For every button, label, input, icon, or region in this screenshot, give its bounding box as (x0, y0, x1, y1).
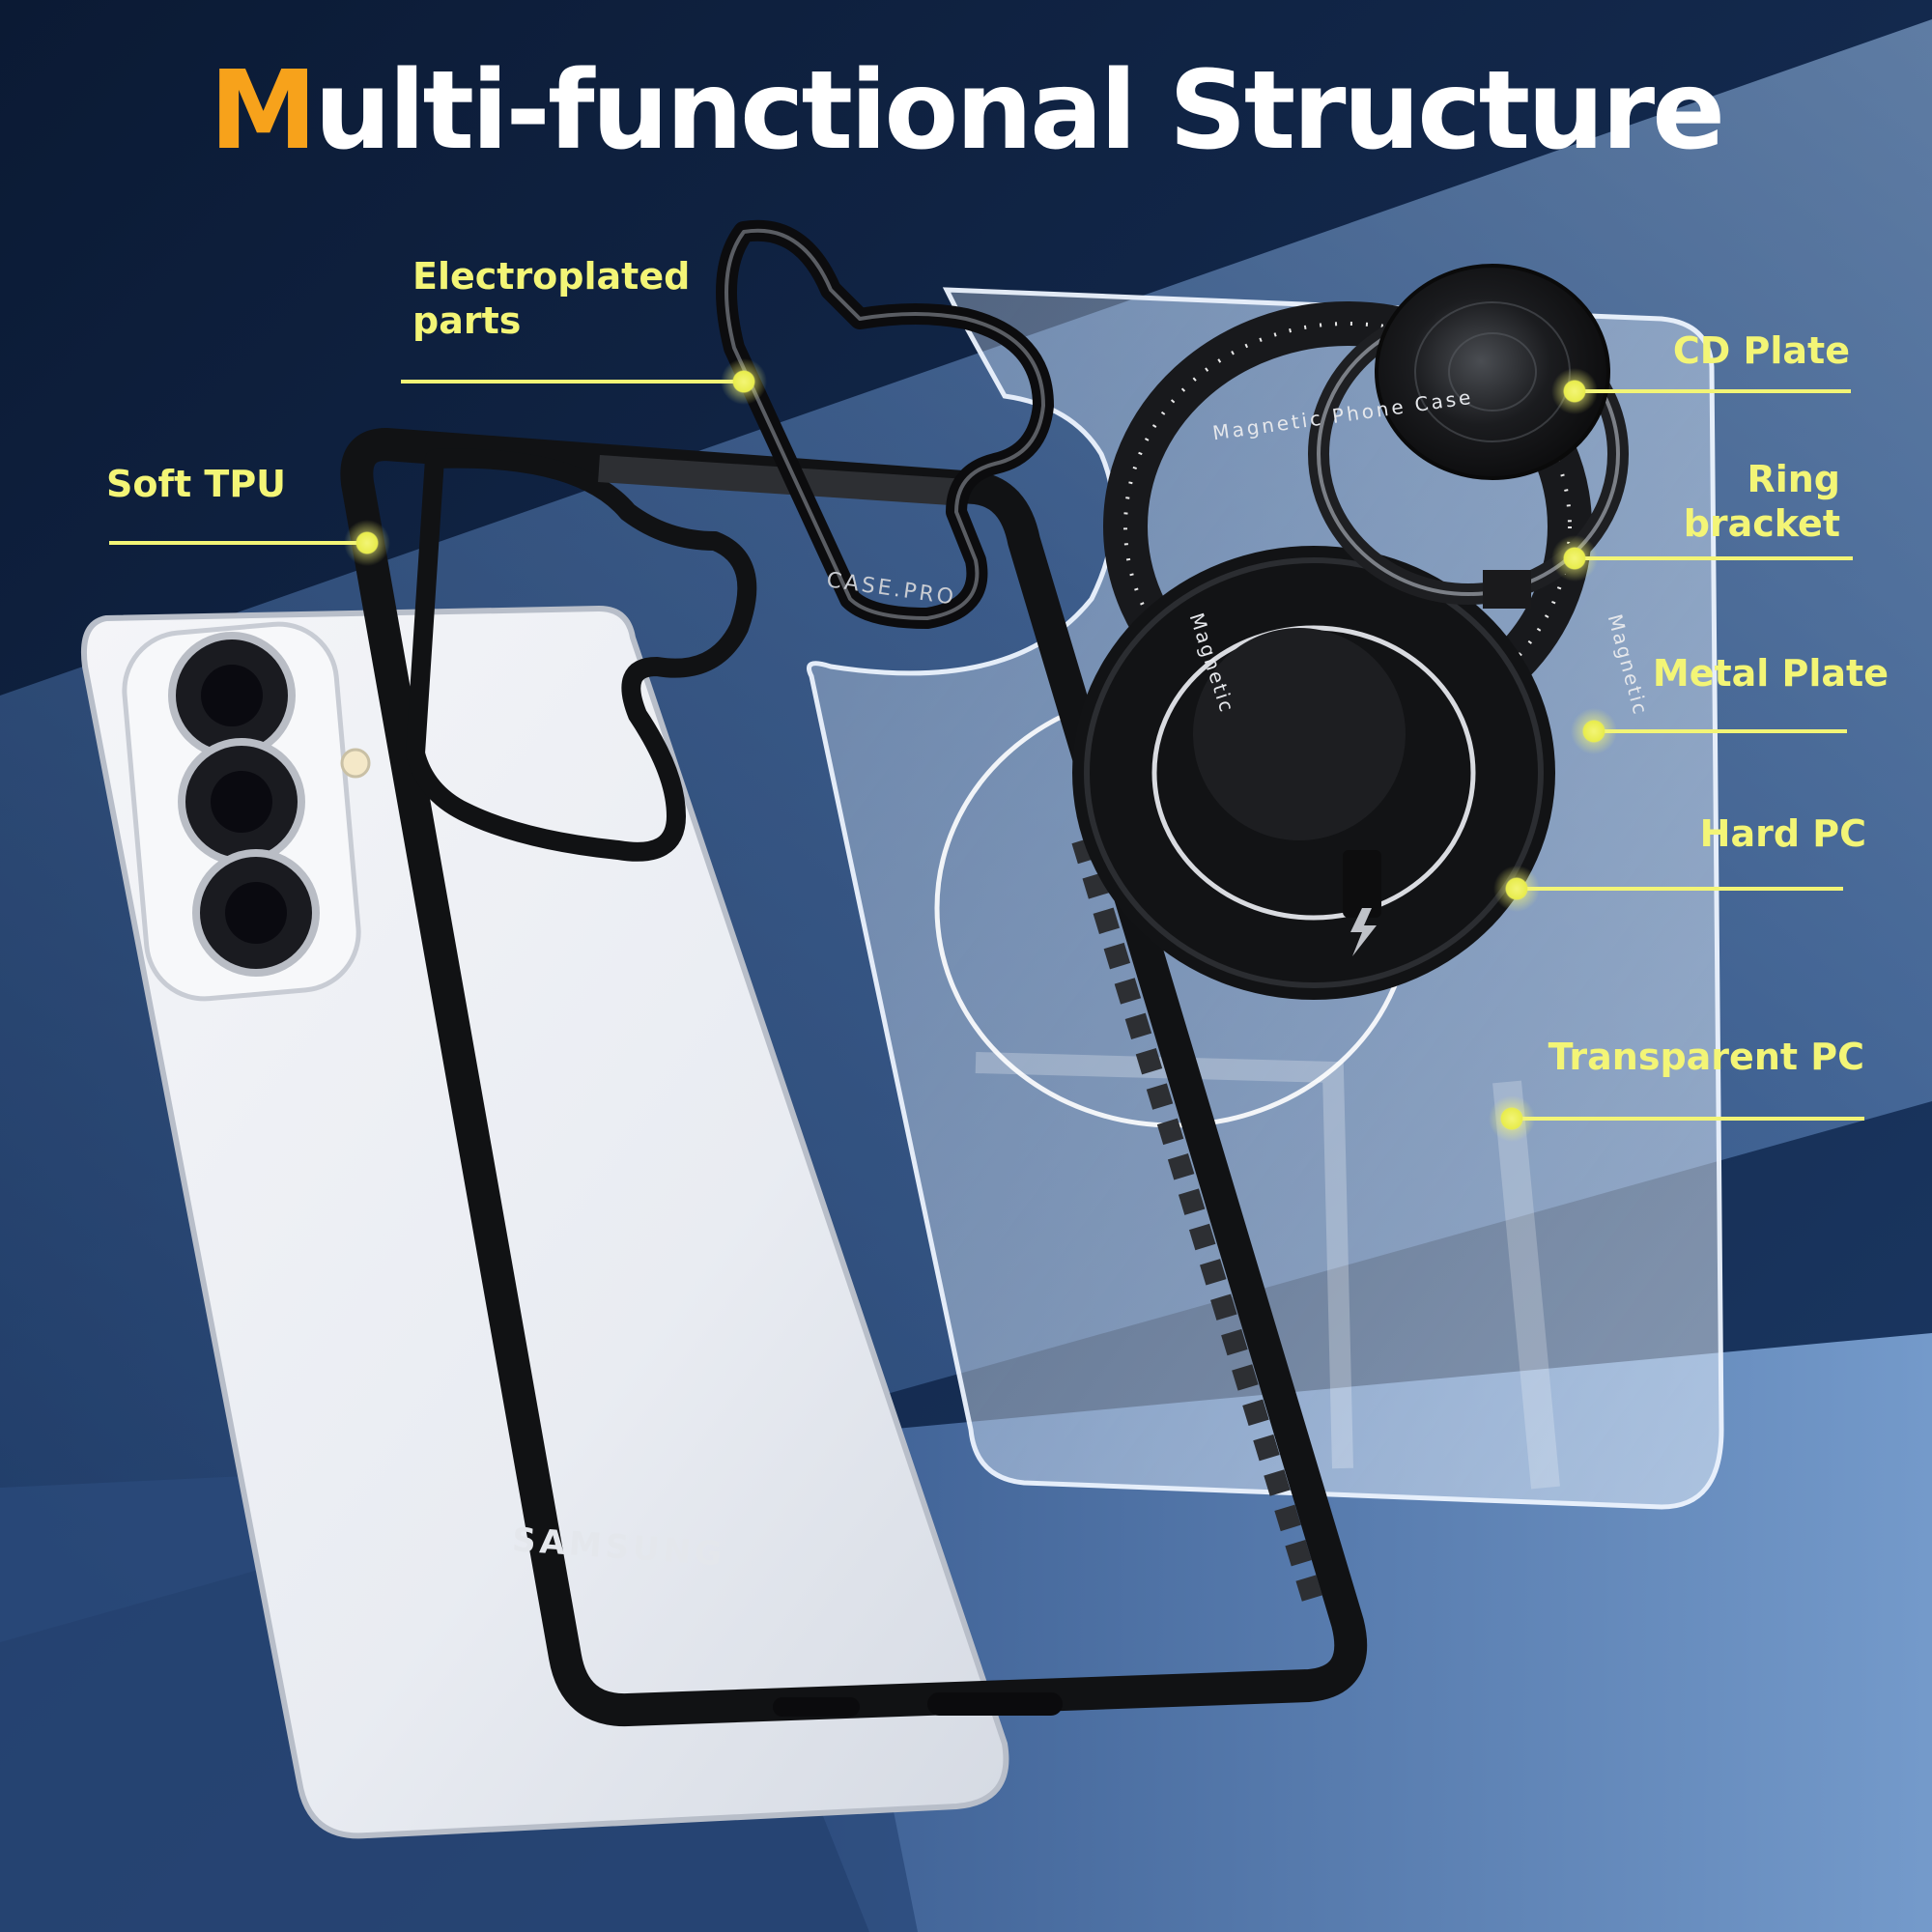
label-electroplated-parts: Electroplated parts (412, 255, 691, 342)
label-hard-pc: Hard PC (1699, 812, 1866, 855)
page-title: Multi-functional Structure (0, 48, 1932, 174)
title-first-letter: M (209, 48, 317, 174)
marker-dots (344, 358, 1617, 1142)
title-rest: ulti-functional Structure (314, 48, 1725, 174)
label-cd-plate: CD Plate (1672, 329, 1850, 372)
electroplated-camera-frame (716, 219, 1054, 629)
label-ring-bracket: Ring bracket (1683, 458, 1840, 545)
label-transparent-pc: Transparent PC (1548, 1036, 1864, 1078)
label-soft-tpu: Soft TPU (106, 463, 287, 505)
phone (81, 605, 1009, 1839)
leader-lines (109, 380, 1864, 1121)
ring-stand-base (1072, 546, 1555, 1000)
tpu-bumper-frame (340, 428, 1368, 1727)
camera-lenses (168, 632, 371, 977)
label-metal-plate: Metal Plate (1652, 652, 1889, 695)
